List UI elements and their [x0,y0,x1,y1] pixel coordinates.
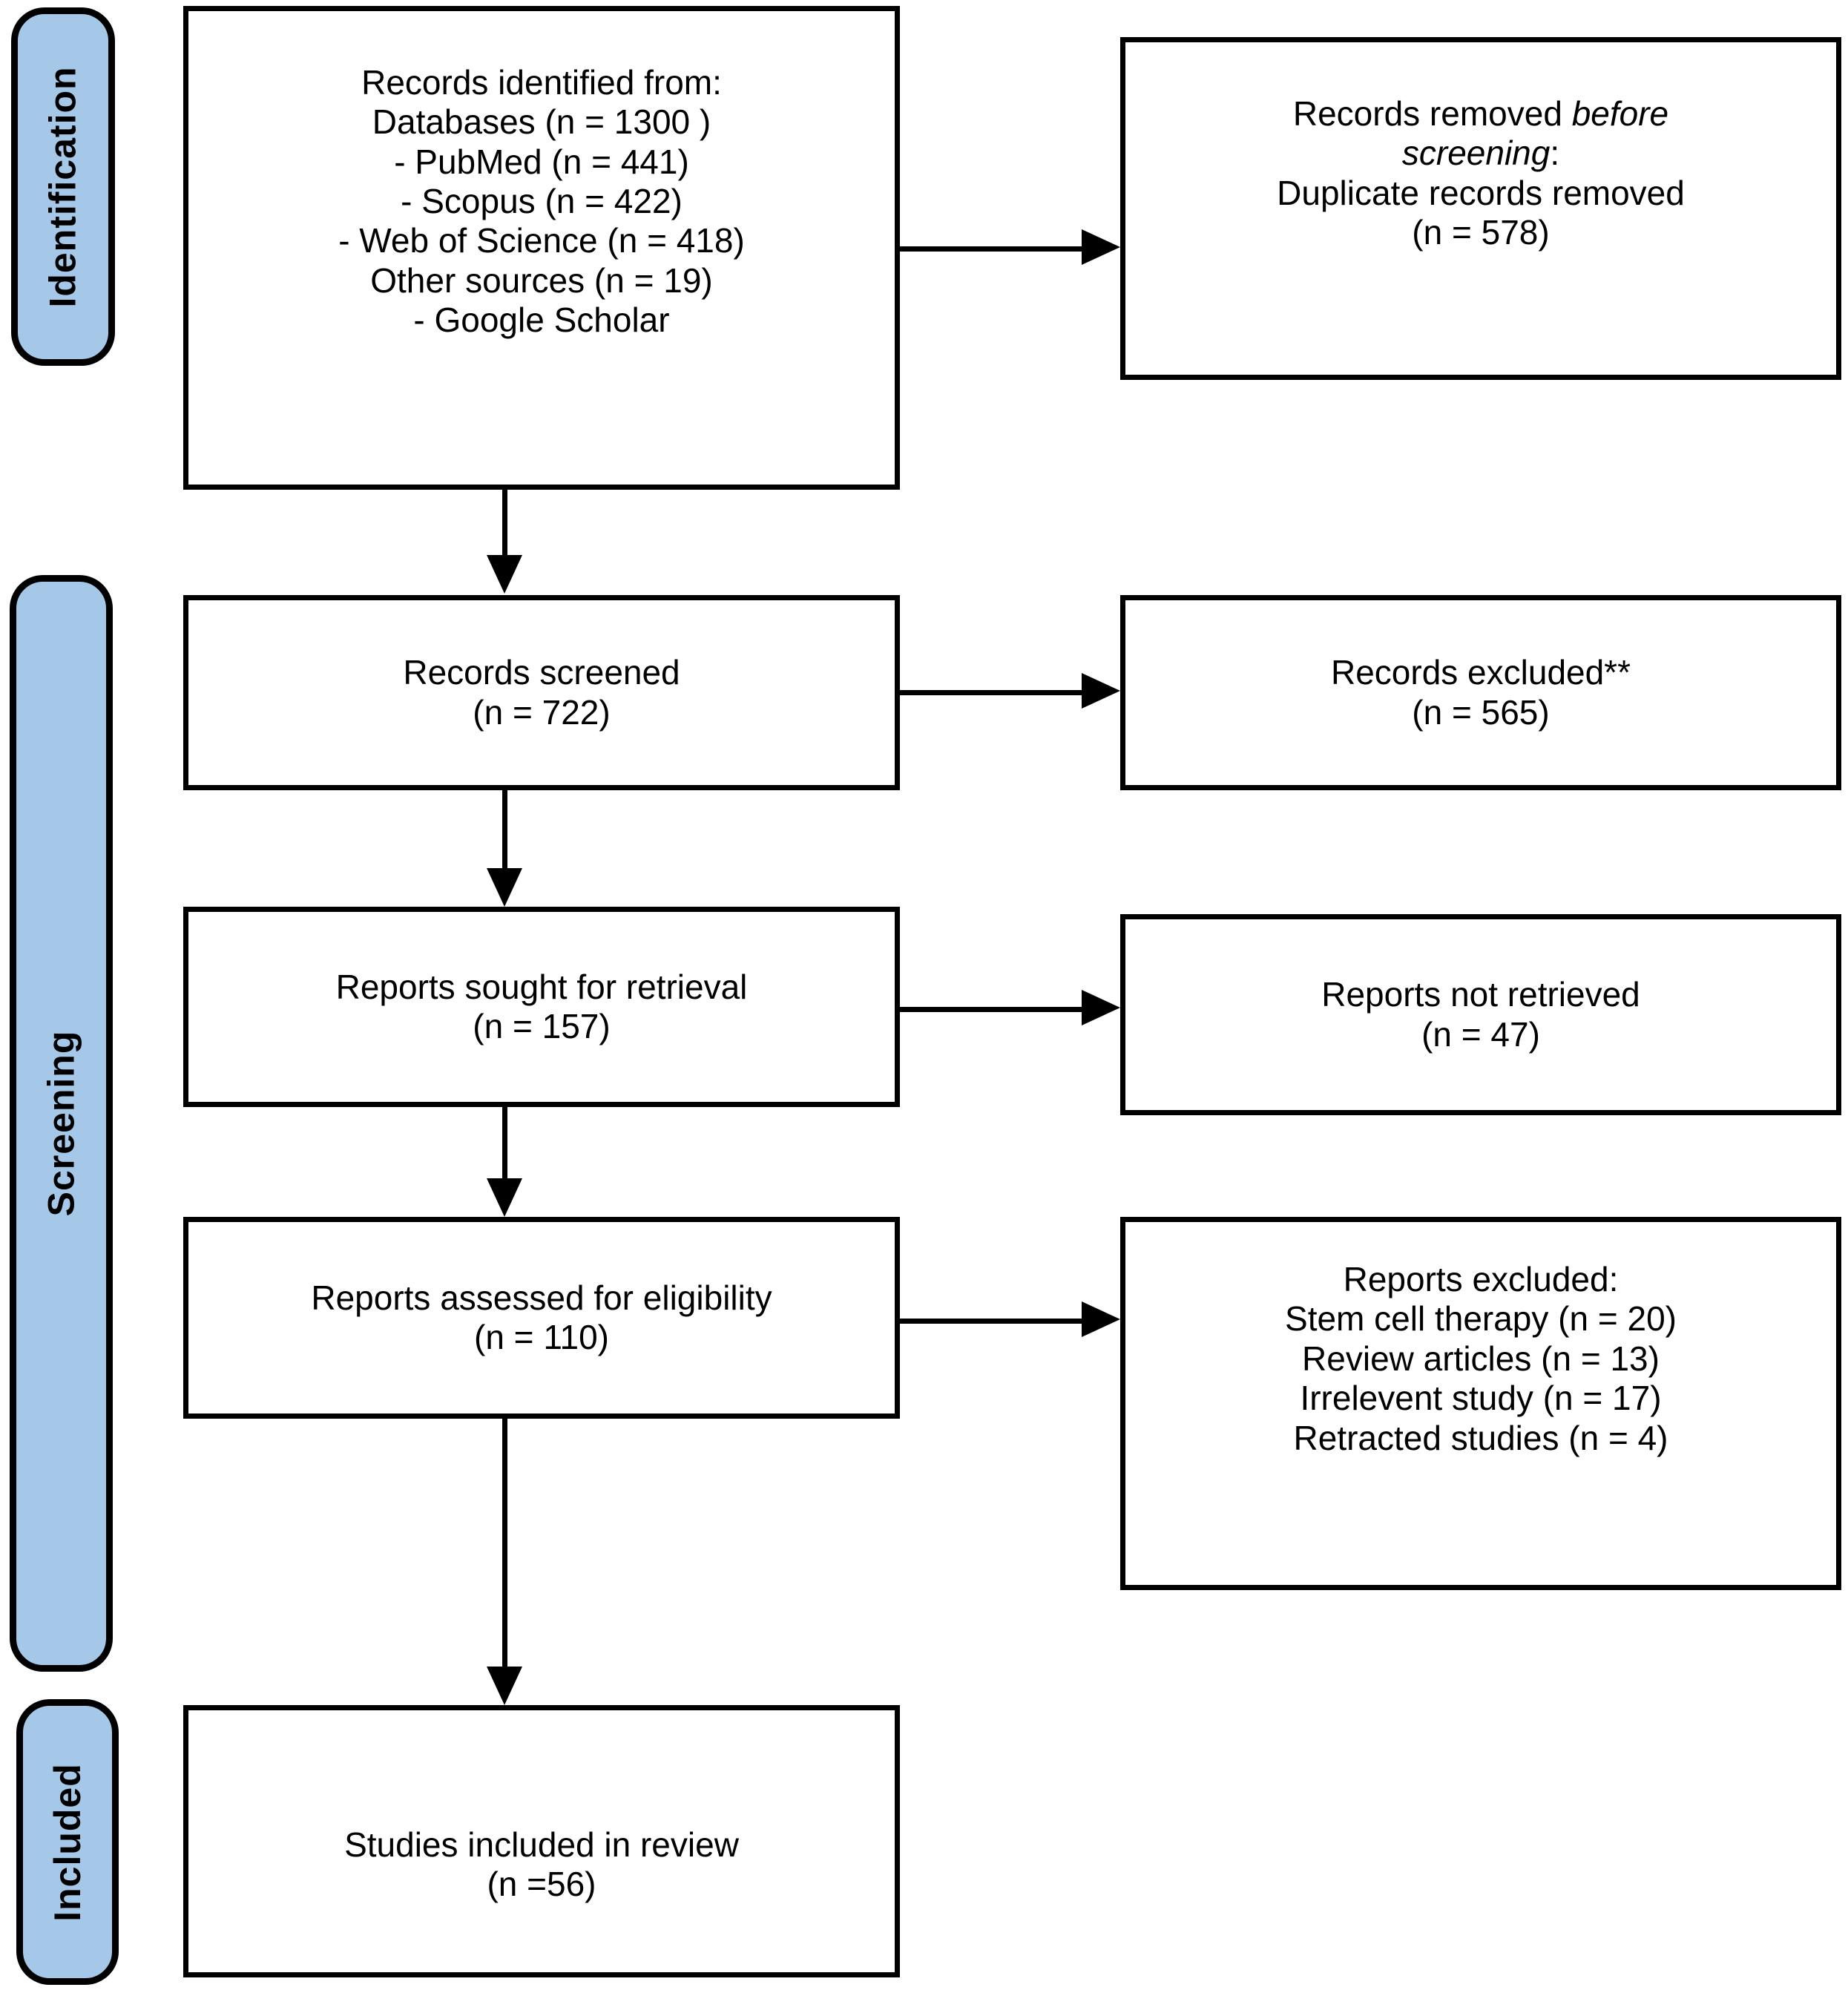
box-reports-sought-text: Reports sought for retrieval (n = 157) [335,967,748,1045]
box-records-excluded: Records excluded** (n = 565) [1120,595,1841,790]
box-reports-not-retrieved-text: Reports not retrieved (n = 47) [1321,975,1640,1054]
records-removed-detail: Duplicate records removed (n = 578) [1277,173,1685,252]
stage-ribbon-screening: Screening [10,575,113,1672]
stage-label-screening: Screening [40,1030,82,1217]
arrow-screened-to-sought-shaft [502,790,507,870]
arrow-assessed-to-included-head [487,1667,522,1705]
arrow-sought-to-not-retrieved-shaft [900,1007,1084,1012]
arrow-screened-to-excluded-shaft [900,690,1084,695]
arrow-identified-to-removed-shaft [900,246,1084,252]
arrow-assessed-to-included-shaft [502,1419,507,1668]
arrow-assessed-to-reports-excluded-head [1082,1301,1120,1337]
arrow-sought-to-assessed-shaft [502,1107,507,1180]
box-records-removed-before-screening: Records removed before screening:Duplica… [1120,37,1841,380]
box-reports-excluded-text: Reports excluded: Stem cell therapy (n =… [1285,1260,1677,1457]
arrow-assessed-to-reports-excluded-shaft [900,1319,1084,1324]
records-removed-prefix: Records removed [1292,94,1572,133]
box-records-screened-text: Records screened (n = 722) [403,653,680,732]
box-reports-not-retrieved: Reports not retrieved (n = 47) [1120,914,1841,1115]
box-records-screened: Records screened (n = 722) [183,595,900,790]
records-removed-italic: before screening [1401,94,1669,173]
arrow-sought-to-assessed-head [487,1178,522,1217]
arrow-sought-to-not-retrieved-head [1082,990,1120,1025]
box-records-identified: Records identified from: Databases (n = … [183,6,900,490]
box-reports-sought-for-retrieval: Reports sought for retrieval (n = 157) [183,907,900,1107]
stage-label-identification: Identification [42,65,85,308]
box-records-excluded-text: Records excluded** (n = 565) [1330,653,1631,732]
arrow-identified-to-screened-shaft [502,490,507,556]
box-reports-excluded: Reports excluded: Stem cell therapy (n =… [1120,1217,1841,1590]
stage-ribbon-included: Included [16,1699,119,1985]
arrow-screened-to-sought-head [487,868,522,907]
arrow-identified-to-screened-head [487,555,522,594]
box-records-identified-text: Records identified from: Databases (n = … [338,63,745,340]
box-records-removed-text: Records removed before screening:Duplica… [1214,94,1748,252]
box-studies-included-text: Studies included in review (n =56) [344,1825,739,1904]
box-reports-assessed-for-eligibility: Reports assessed for eligibility (n = 11… [183,1217,900,1419]
stage-ribbon-identification: Identification [11,7,115,366]
box-studies-included-in-review: Studies included in review (n =56) [183,1705,900,1977]
arrow-identified-to-removed-head [1082,229,1120,265]
arrow-screened-to-excluded-head [1082,673,1120,709]
box-reports-assessed-text: Reports assessed for eligibility (n = 11… [311,1278,772,1356]
stage-label-included: Included [47,1762,89,1922]
records-removed-suffix: : [1550,134,1560,173]
